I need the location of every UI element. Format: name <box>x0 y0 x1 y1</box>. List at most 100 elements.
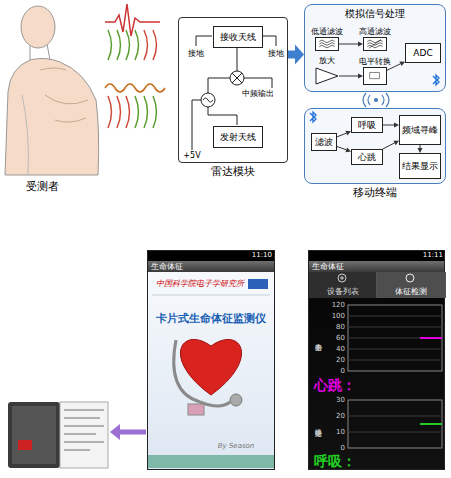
device-photo <box>18 440 32 450</box>
radar-circuit <box>203 98 213 102</box>
node-text: 模拟信号处理 <box>305 8 445 20</box>
pin-label: 接地 <box>188 50 204 58</box>
amplifier-symbol: 放大 <box>315 67 339 85</box>
tab-button: 设备列表 <box>309 272 377 298</box>
wireless-link <box>375 99 378 102</box>
arrow-head <box>399 62 405 67</box>
node-text: 生命体征 <box>309 261 444 272</box>
purple-arrow <box>110 424 120 440</box>
node-text: 设备列表 <box>309 287 376 296</box>
axis-tick: 40 <box>336 346 345 353</box>
node-text: 放大 <box>319 56 335 65</box>
phone-one-art <box>148 279 274 468</box>
arrow-head <box>358 74 363 79</box>
radar-circuit <box>230 71 244 85</box>
phone-two-art <box>348 400 442 448</box>
phone-one-art <box>200 402 230 406</box>
phone-two-art <box>348 316 442 360</box>
node-shape <box>364 68 386 84</box>
axis-tick: 20 <box>336 413 345 420</box>
person-illustration <box>30 44 50 60</box>
process-box: 结果显示 <box>399 153 441 179</box>
phone-one-art <box>248 279 268 289</box>
arrow-head <box>345 147 351 152</box>
process-box: 呼吸 <box>351 117 383 133</box>
terminal-group: 移动终端滤波呼吸心跳频域寻峰结果显示 <box>304 108 446 184</box>
purple-arrow <box>118 430 146 435</box>
axis-tick: 120 <box>332 302 345 309</box>
phone-screen: 生命体征 <box>147 250 275 470</box>
node-shape <box>316 38 338 50</box>
converter-block: 电平转换 <box>363 67 387 85</box>
bluetooth-symbol <box>310 75 439 122</box>
connector <box>383 141 399 149</box>
radar-circuit <box>244 78 272 88</box>
node-shape <box>364 38 386 50</box>
connector <box>337 147 351 153</box>
connector-line <box>339 76 358 77</box>
device-photo <box>60 402 108 468</box>
signal-waves <box>135 96 157 128</box>
axis-tick: 30 <box>336 397 345 404</box>
app-title: 卡片式生命体征监测仪 <box>156 313 266 324</box>
connector <box>418 145 423 153</box>
connector-line <box>288 51 295 59</box>
signal-waves <box>144 30 157 60</box>
node-text: 雷达模块 <box>169 166 297 179</box>
radar-circuit <box>192 100 201 150</box>
connector-line <box>383 143 395 149</box>
connector <box>387 62 405 71</box>
purple-arrow <box>110 424 146 440</box>
bluetooth-symbol <box>433 75 439 85</box>
radar-circuit <box>208 78 230 93</box>
connector-line <box>420 145 421 148</box>
device-photo <box>64 410 104 450</box>
arrow-head <box>358 42 363 47</box>
process-box: 滤波 <box>311 133 337 151</box>
connector-line <box>387 64 400 70</box>
person-illustration <box>40 68 88 122</box>
node-text: 高通滤波 <box>359 27 391 36</box>
axis-tick: 0 <box>341 368 345 375</box>
wireless-link <box>363 93 389 107</box>
processing-group: 模拟信号处理低通滤波高通滤波放大电平转换ADC <box>304 4 446 92</box>
node-text: 频域寻峰 <box>402 125 438 135</box>
signal-waves <box>108 30 139 60</box>
connector <box>337 131 351 137</box>
phone-two-art <box>348 416 442 432</box>
status-time: 11:10 <box>252 252 272 259</box>
bluetooth-symbol <box>310 112 316 122</box>
person-illustration <box>21 6 55 48</box>
axis-tick: 60 <box>336 335 345 342</box>
axis-tick: 0 <box>341 445 345 452</box>
radar-circuit <box>192 36 276 150</box>
node-text: 结果显示 <box>402 161 438 171</box>
device-photo <box>8 402 60 468</box>
arrow-head <box>394 123 399 128</box>
node-shape <box>370 72 380 78</box>
process-box: 频域寻峰 <box>399 115 441 145</box>
node-text: 呼吸 <box>358 120 376 130</box>
subject-caption: 受测者 <box>26 181 59 192</box>
phone-screen: 生命体征设备列表体征检测 <box>308 250 445 470</box>
wireless-link <box>363 93 389 107</box>
axis-tick: 20 <box>336 357 345 364</box>
radar-module: 雷达模块接收天线发射天线 <box>178 17 288 163</box>
axis-tick: 10 <box>336 429 345 436</box>
radar-circuit <box>208 107 237 125</box>
signal-waves <box>105 4 165 128</box>
reading-label: 呼吸： <box>314 454 356 468</box>
node-text: 滤波 <box>315 137 333 147</box>
tab-button: 体征检测 <box>377 272 446 298</box>
adc-box: ADC <box>405 43 441 63</box>
node-text: 心跳 <box>358 152 376 162</box>
node-text: 体征检测 <box>377 287 445 296</box>
flow-arrow <box>288 45 304 65</box>
power-label: +5V <box>183 152 200 160</box>
radar-circuit <box>201 93 215 107</box>
process-box: 心跳 <box>351 149 383 165</box>
connector-line <box>339 44 358 45</box>
arrow-head <box>345 131 351 136</box>
